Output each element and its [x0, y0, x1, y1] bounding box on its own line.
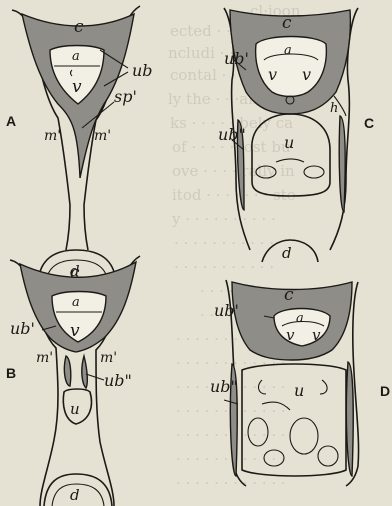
panel-a-label-v: v — [72, 77, 82, 97]
panel-c-label-u: u — [284, 133, 294, 152]
svg-text:· · · · · · · · · · ·: · · · · · · · · · · · — [174, 258, 274, 276]
panel-a-label-ub: ub — [132, 61, 153, 80]
panel-c-label-ub: ub' — [224, 49, 249, 68]
panel-a-label-m1: m' — [44, 128, 61, 144]
panel-b-label-m1: m' — [36, 350, 53, 366]
svg-text:· · · · · · · · · · ·: · · · · · · · · · · · — [174, 234, 274, 252]
panel-b-label-a: a — [72, 295, 80, 310]
panel-c-label-h: h — [330, 101, 338, 116]
panel-d-label-ub: ub' — [214, 301, 239, 320]
panel-d-letter: D — [380, 383, 390, 399]
panel-a-label-c: c — [74, 17, 84, 37]
panel-d-label-v2: v — [312, 326, 321, 344]
panel-c-label-v1: v — [268, 65, 277, 84]
panel-b-letter: B — [6, 365, 16, 381]
panel-b-ub2-right — [82, 356, 87, 388]
panel-b-ub2-left — [64, 356, 70, 386]
panel-b-label-u: u — [70, 400, 80, 418]
panel-a-letter: A — [6, 113, 16, 129]
panel-d-label-c: c — [284, 285, 294, 305]
svg-text:ove · · · · rally in: ove · · · · rally in — [172, 162, 295, 180]
panel-a-label-a: a — [72, 49, 80, 64]
panel-a-label-m2: m' — [94, 128, 111, 144]
panel-b-label-v: v — [70, 321, 80, 341]
panel-d-label-v1: v — [286, 326, 295, 344]
panel-b-label-ub: ub' — [10, 319, 35, 338]
panel-c-label-a: a — [284, 43, 292, 58]
panel-c-label-ub2: ub" — [218, 125, 246, 144]
panel-d-label-a: a — [296, 311, 304, 326]
panel-c-label-d: d — [282, 244, 292, 262]
svg-text:y · · · · · · · · · ·: y · · · · · · · · · · — [171, 210, 276, 228]
panel-d-label-ub2: ub" — [210, 377, 238, 396]
panel-b-label-ub2: ub" — [104, 371, 132, 390]
svg-text:· · · · · · · · · · · ·: · · · · · · · · · · · · — [176, 474, 286, 492]
panel-c-label-c: c — [282, 13, 292, 33]
panel-a-label-sp: sp' — [114, 87, 137, 106]
panel-c-label-v2: v — [302, 65, 311, 84]
panel-b-label-c: c — [70, 263, 80, 283]
panel-c-ub2-right — [339, 116, 345, 212]
panel-a — [12, 6, 140, 282]
panel-d-label-u: u — [294, 381, 304, 400]
panel-c-letter: C — [364, 115, 374, 131]
panel-b-label-d: d — [70, 486, 80, 504]
panel-b-label-m2: m' — [100, 350, 117, 366]
